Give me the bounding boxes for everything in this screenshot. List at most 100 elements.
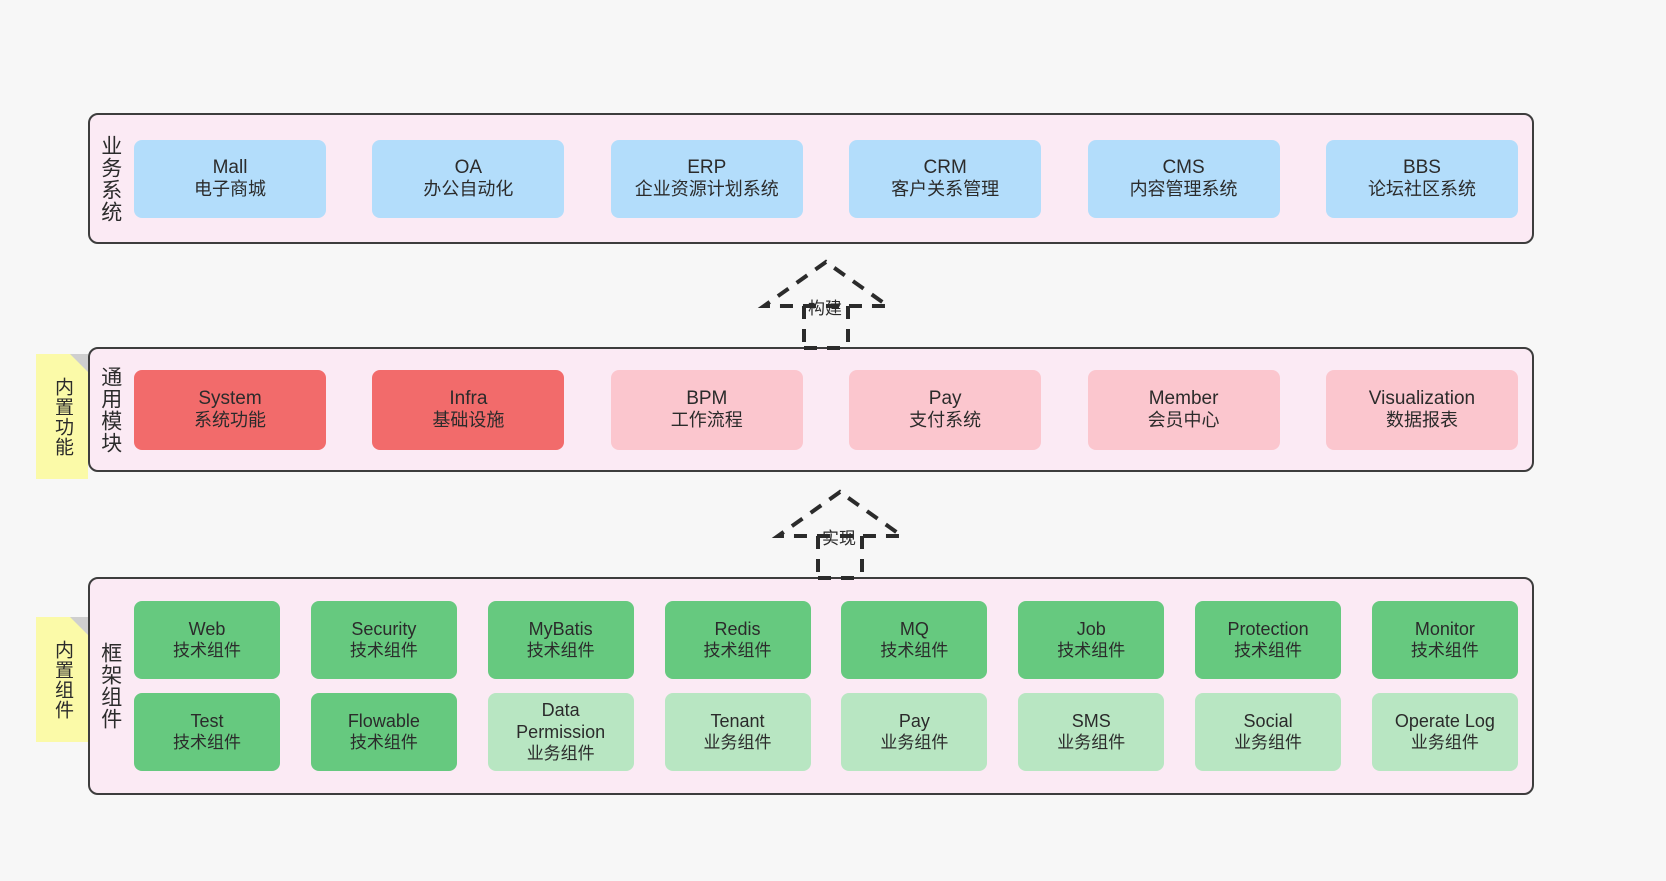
cell-en-label: Pay [928,387,962,409]
cell-cn-label: 技术组件 [349,640,418,660]
framework-cell-tenant[interactable]: Tenant 业务组件 [664,693,811,771]
cell-en-label: Infra [449,387,488,409]
module-cell-visualization[interactable]: Visualization 数据报表 [1325,369,1518,450]
framework-cell-job[interactable]: Job 技术组件 [1018,601,1165,679]
layer-business-systems: 业务系统 Mall 电子商城 OA 办公自动化 ERP 企业资源计划系统 CRM… [88,113,1534,244]
cell-en-label: Operate Log [1394,710,1495,731]
framework-cell-social[interactable]: Social 业务组件 [1195,693,1342,771]
cell-en-label: System [198,387,262,409]
arrow-label-implement: 实现 [822,529,856,548]
cell-en-label: Visualization [1368,387,1476,409]
framework-cell-mybatis[interactable]: MyBatis 技术组件 [487,601,634,679]
cell-en-label: Job [1076,618,1106,639]
cell-en-label: CMS [1162,156,1205,178]
cell-cn-label: 技术组件 [1057,640,1126,660]
cell-cn-label: 基础设施 [432,410,505,431]
business-cell-mall[interactable]: Mall 电子商城 [134,139,326,218]
cell-en-label: OA [454,156,483,178]
cell-en-label: Web [188,618,226,639]
cell-cn-label: 技术组件 [880,640,949,660]
framework-cell-pay[interactable]: Pay 业务组件 [841,693,988,771]
arrow-label-build: 构建 [808,299,842,318]
module-cell-pay[interactable]: Pay 支付系统 [849,369,1042,450]
generalization-arrow-icon [771,489,909,580]
note-fold-corner-icon [70,617,88,635]
framework-cell-flowable[interactable]: Flowable 技术组件 [310,693,457,771]
cell-en-label: Monitor [1414,618,1475,639]
cell-cn-label: 技术组件 [349,732,418,752]
cell-en-label: Tenant [710,710,765,731]
business-cell-list: Mall 电子商城 OA 办公自动化 ERP 企业资源计划系统 CRM 客户关系… [130,115,1532,242]
cell-en-label: BBS [1402,156,1441,178]
framework-row-tech: Web 技术组件 Security 技术组件 MyBatis 技术组件 Redi… [134,601,1518,679]
cell-cn-label: 业务组件 [1057,732,1126,752]
cell-en-label: Member [1148,387,1219,409]
cell-en-label: Mall [212,156,248,178]
business-cell-bbs[interactable]: BBS 论坛社区系统 [1325,139,1518,218]
cell-cn-label: 办公自动化 [423,179,514,200]
cell-cn-label: 支付系统 [909,410,982,431]
cell-cn-label: 业务组件 [526,743,595,763]
note-fold-corner-icon [70,354,88,372]
business-cell-oa[interactable]: OA 办公自动化 [372,139,565,218]
cell-en-label: Security [351,618,417,639]
layer-common-modules: 通用模块 System 系统功能 Infra 基础设施 BPM 工作流程 Pay… [88,347,1534,472]
framework-cell-test[interactable]: Test 技术组件 [134,693,280,771]
cell-en-label: CRM [923,156,967,178]
framework-cell-data-permission[interactable]: Data Permission 业务组件 [487,693,634,771]
relation-arrow-build: 构建 [742,258,932,350]
note-builtin-features: 内置功能 [36,354,88,479]
cell-cn-label: 业务组件 [1234,732,1303,752]
cell-cn-label: 技术组件 [1234,640,1303,660]
cell-cn-label: 技术组件 [703,640,772,660]
business-cell-erp[interactable]: ERP 企业资源计划系统 [610,139,803,218]
cell-en-label: Redis [714,618,761,639]
framework-cell-redis[interactable]: Redis 技术组件 [664,601,811,679]
cell-cn-label: 系统功能 [194,410,266,431]
cell-en-label: Data Permission [516,699,606,742]
cell-cn-label: 工作流程 [670,410,743,431]
cell-en-label: SMS [1071,710,1111,731]
cell-cn-label: 业务组件 [703,732,772,752]
note-builtin-components: 内置组件 [36,617,88,742]
module-cell-infra[interactable]: Infra 基础设施 [372,369,565,450]
relation-arrow-implement: 实现 [756,488,946,580]
note-label: 内置功能 [51,376,73,457]
framework-cell-monitor[interactable]: Monitor 技术组件 [1371,601,1518,679]
cell-cn-label: 技术组件 [173,640,241,660]
cell-en-label: BPM [686,387,728,409]
cell-cn-label: 内容管理系统 [1129,179,1238,200]
framework-cell-operate-log[interactable]: Operate Log 业务组件 [1371,693,1518,771]
business-cell-crm[interactable]: CRM 客户关系管理 [849,139,1042,218]
framework-cell-protection[interactable]: Protection 技术组件 [1195,601,1342,679]
framework-cell-web[interactable]: Web 技术组件 [134,601,280,679]
layer-title-framework: 框架组件 [98,642,122,730]
cell-en-label: Flowable [347,710,420,731]
cell-cn-label: 业务组件 [1410,732,1479,752]
module-cell-bpm[interactable]: BPM 工作流程 [610,369,803,450]
module-cell-system[interactable]: System 系统功能 [134,369,326,450]
layer-framework-components: 框架组件 Web 技术组件 Security 技术组件 MyBatis 技术组件… [88,577,1534,795]
business-cell-cms[interactable]: CMS 内容管理系统 [1087,139,1280,218]
framework-cell-security[interactable]: Security 技术组件 [310,601,457,679]
cell-en-label: MQ [899,618,929,639]
framework-cell-sms[interactable]: SMS 业务组件 [1018,693,1165,771]
note-label: 内置组件 [51,639,73,720]
framework-row-business: Test 技术组件 Flowable 技术组件 Data Permission … [134,693,1518,771]
module-cell-list: System 系统功能 Infra 基础设施 BPM 工作流程 Pay 支付系统… [130,349,1532,470]
module-cell-member[interactable]: Member 会员中心 [1087,369,1280,450]
cell-en-label: Pay [898,710,930,731]
cell-cn-label: 技术组件 [173,732,241,752]
generalization-arrow-icon [757,259,895,350]
cell-cn-label: 会员中心 [1147,410,1220,431]
framework-cell-grid: Web 技术组件 Security 技术组件 MyBatis 技术组件 Redi… [130,579,1532,793]
cell-cn-label: 企业资源计划系统 [634,179,779,200]
layer-title-modules: 通用模块 [98,365,122,454]
layer-title-business: 业务系统 [98,134,122,223]
cell-en-label: Test [190,710,224,731]
cell-en-label: MyBatis [528,618,593,639]
cell-en-label: Social [1243,710,1293,731]
framework-cell-mq[interactable]: MQ 技术组件 [841,601,988,679]
cell-en-label: Protection [1227,618,1309,639]
